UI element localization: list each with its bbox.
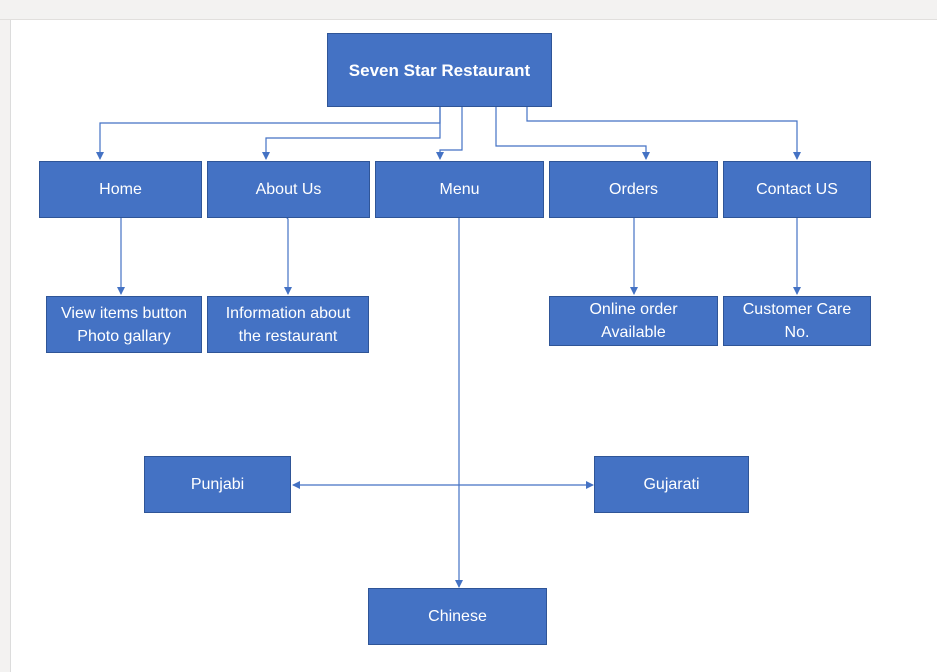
connector-root-contact (526, 106, 801, 160)
node-about-child: Information about the restaurant (207, 296, 369, 353)
node-punjabi: Punjabi (144, 456, 291, 513)
left-gutter (0, 20, 11, 672)
node-contact-child: Customer Care No. (723, 296, 871, 346)
window-top-bar (0, 0, 937, 20)
node-chinese: Chinese (368, 588, 547, 645)
connector-root-home (96, 106, 441, 160)
connector-root-menu (436, 106, 463, 160)
connector-root-orders (495, 106, 650, 160)
node-orders-child: Online order Available (549, 296, 718, 346)
node-orders: Orders (549, 161, 718, 218)
node-about: About Us (207, 161, 370, 218)
connector-about-child (284, 216, 292, 295)
node-root: Seven Star Restaurant (327, 33, 552, 107)
connector-root-about (262, 106, 441, 160)
node-contact: Contact US (723, 161, 871, 218)
node-menu: Menu (375, 161, 544, 218)
node-home: Home (39, 161, 202, 218)
node-home-child: View items button Photo gallary (46, 296, 202, 353)
node-gujarati: Gujarati (594, 456, 749, 513)
